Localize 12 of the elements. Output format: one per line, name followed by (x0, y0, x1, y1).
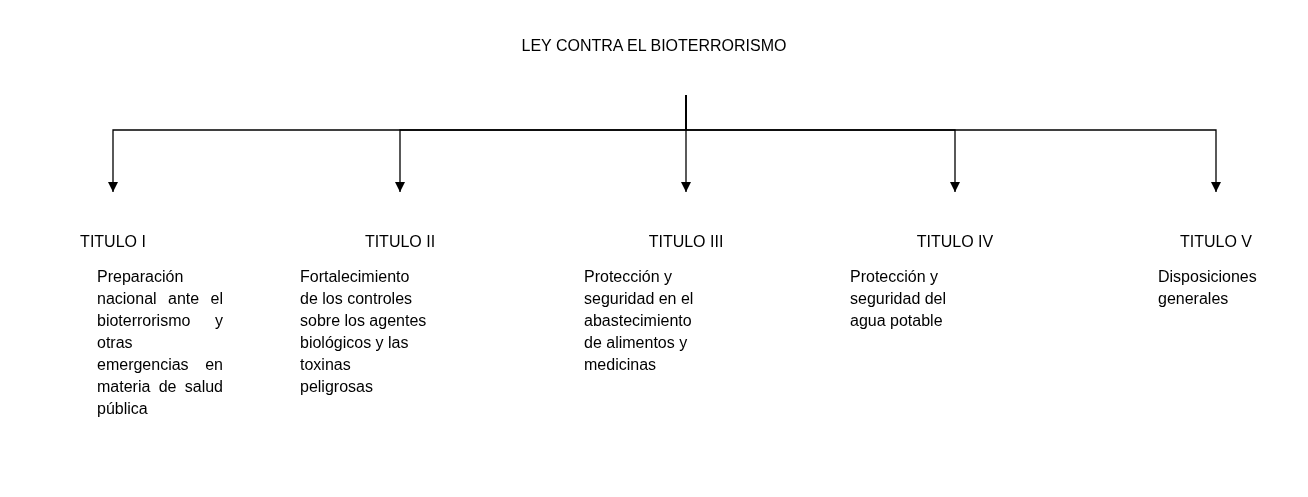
section-heading: TITULO I (80, 232, 146, 252)
section-heading: TITULO II (364, 232, 436, 252)
section-heading: TITULO IV (916, 232, 994, 252)
arrow (685, 94, 1221, 193)
section-description: Protección y seguridad en el abastecimiento de alimentos y medicinas (584, 267, 695, 375)
section-description: Protección y seguridad del agua potable (850, 267, 948, 331)
section-description: Preparación nacional ante el bioterrorismo y otras emergencias en materia de salud pública (97, 267, 223, 419)
root-node-label: LEY CONTRA EL BIOTERRORISMO (521, 36, 787, 56)
section-description: Fortalecimiento de los controles sobre los agentes biológicos y las toxinas peligrosas (300, 267, 428, 397)
section-description: Disposiciones generales (1158, 267, 1258, 309)
section-heading: TITULO V (1180, 232, 1252, 252)
section-heading: TITULO III (648, 232, 724, 252)
